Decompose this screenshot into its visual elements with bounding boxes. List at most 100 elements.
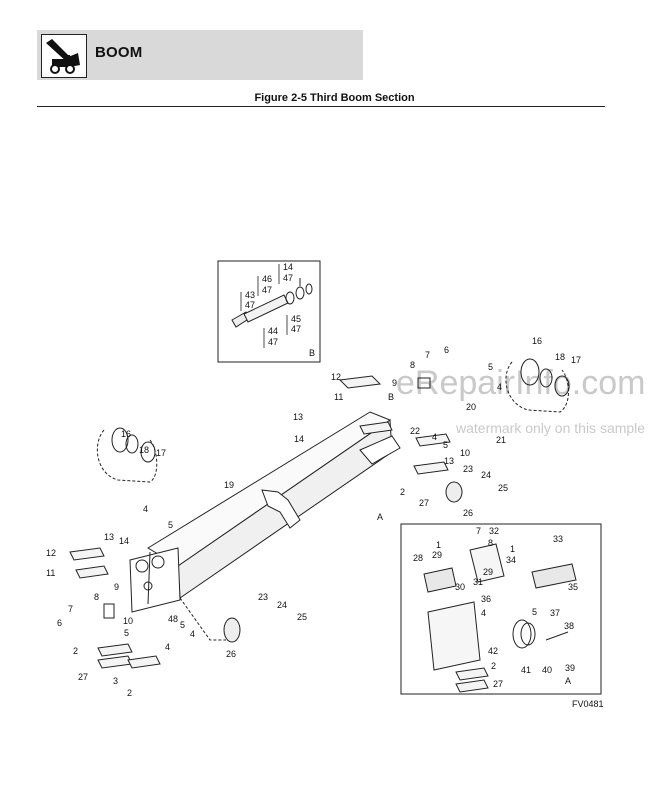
marker-b: B: [388, 392, 394, 402]
callout-a-1b: 1: [510, 544, 515, 554]
callout-4b: 4: [165, 642, 170, 652]
callout-b-46: 46: [262, 274, 272, 284]
callout-20: 20: [466, 402, 476, 412]
callout-6a: 6: [444, 345, 449, 355]
callout-a-32: 32: [489, 526, 499, 536]
callout-9b: 9: [114, 582, 119, 592]
callout-a-35: 35: [568, 582, 578, 592]
callout-a-1a: 1: [436, 540, 441, 550]
main-callouts: 16 18 17 19 12 11 9 8 7 6 13 14 13 14 12…: [46, 336, 581, 698]
callout-13a: 13: [293, 412, 303, 422]
callout-a-27: 27: [493, 679, 503, 689]
callout-a-28: 28: [413, 553, 423, 563]
callout-a-34: 34: [506, 555, 516, 565]
callout-18b: 18: [555, 352, 565, 362]
callout-a-8: 8: [488, 538, 493, 548]
detail-a: 1 29 7 32 8 1 34 33 28 29 31 30 35 36 4 …: [400, 523, 602, 695]
section-title: BOOM: [95, 44, 143, 61]
callout-a-39: 39: [565, 663, 575, 673]
marker-a: A: [377, 512, 383, 522]
callout-26b: 26: [463, 508, 473, 518]
callout-16b: 16: [532, 336, 542, 346]
callout-4d: 4: [497, 382, 502, 392]
callout-b-14: 14: [283, 262, 293, 272]
callout-4e: 4: [432, 432, 437, 442]
callout-b-45: 45: [291, 314, 301, 324]
callout-25b: 25: [498, 483, 508, 493]
callout-19: 19: [224, 480, 234, 490]
callout-b-47e: 47: [268, 337, 278, 347]
callout-17b: 17: [571, 355, 581, 365]
callout-2c: 2: [400, 487, 405, 497]
callout-8a: 8: [410, 360, 415, 370]
callout-27b: 27: [419, 498, 429, 508]
callout-14a: 14: [294, 434, 304, 444]
callout-2b: 2: [127, 688, 132, 698]
callout-a-29b: 29: [483, 567, 493, 577]
figure-code: FV0481: [572, 699, 604, 709]
callout-5e: 5: [443, 440, 448, 450]
callout-5c: 5: [180, 620, 185, 630]
detail-a-id: A: [565, 676, 571, 686]
callout-a-31: 31: [473, 577, 483, 587]
callout-a-37: 37: [550, 608, 560, 618]
watermark-sub: watermark only on this sample: [455, 420, 645, 436]
callout-b-47a: 47: [283, 273, 293, 283]
detail-b: 14 47 46 47 43 47 45 47 44 47 B: [217, 260, 321, 363]
callout-a-42: 42: [488, 646, 498, 656]
callout-22: 22: [410, 426, 420, 436]
section-header: BOOM: [37, 30, 363, 80]
callout-23a: 23: [258, 592, 268, 602]
callout-a-29a: 29: [432, 550, 442, 560]
callout-a-36: 5: [532, 607, 537, 617]
callout-a-2: 2: [491, 661, 496, 671]
callout-a-33: 33: [553, 534, 563, 544]
callout-a-4: 36: [481, 594, 491, 604]
callout-a-40: 40: [542, 665, 552, 675]
callout-b-47d: 47: [291, 324, 301, 334]
callout-14b: 14: [119, 536, 129, 546]
callout-10b: 10: [460, 448, 470, 458]
telehandler-boom-icon: [41, 34, 87, 78]
callout-b-47c: 47: [245, 300, 255, 310]
callout-7a: 7: [425, 350, 430, 360]
callout-a-7: 7: [476, 526, 481, 536]
callout-17a: 17: [156, 448, 166, 458]
callout-9a: 9: [392, 378, 397, 388]
callout-11b: 11: [46, 568, 55, 578]
callout-18a: 18: [139, 445, 149, 455]
callout-12b: 12: [46, 548, 56, 558]
callout-10a: 10: [123, 616, 133, 626]
callout-21: 21: [496, 435, 506, 445]
detail-b-id: B: [309, 348, 315, 358]
callout-b-47b: 47: [262, 285, 272, 295]
callout-4c: 4: [190, 629, 195, 639]
callout-7b: 7: [68, 604, 73, 614]
callout-24a: 24: [277, 600, 287, 610]
callout-13b: 13: [104, 532, 114, 542]
boom-section-body: [129, 411, 401, 613]
callout-3: 3: [113, 676, 118, 686]
callout-8b: 8: [94, 592, 99, 602]
callout-48: 48: [168, 614, 178, 624]
callout-25a: 25: [297, 612, 307, 622]
callout-5a: 5: [168, 520, 173, 530]
callout-b-44: 44: [268, 326, 278, 336]
callout-4a: 4: [143, 504, 148, 514]
callout-24b: 24: [481, 470, 491, 480]
callout-b-43: 43: [245, 290, 255, 300]
callout-23b: 23: [463, 464, 473, 474]
callout-13c: 13: [444, 456, 454, 466]
hardware-parts: [69, 358, 570, 669]
callout-2a: 2: [73, 646, 78, 656]
callout-a-41: 41: [521, 665, 531, 675]
callout-11a: 11: [334, 392, 343, 402]
callout-26a: 26: [226, 649, 236, 659]
title-rule: [37, 106, 605, 107]
figure-title: Figure 2-5 Third Boom Section: [254, 92, 415, 104]
callout-16a: 16: [121, 429, 131, 439]
callout-a-30: 30: [455, 582, 465, 592]
callout-a-5: 4: [481, 608, 486, 618]
callout-12a: 12: [331, 372, 341, 382]
